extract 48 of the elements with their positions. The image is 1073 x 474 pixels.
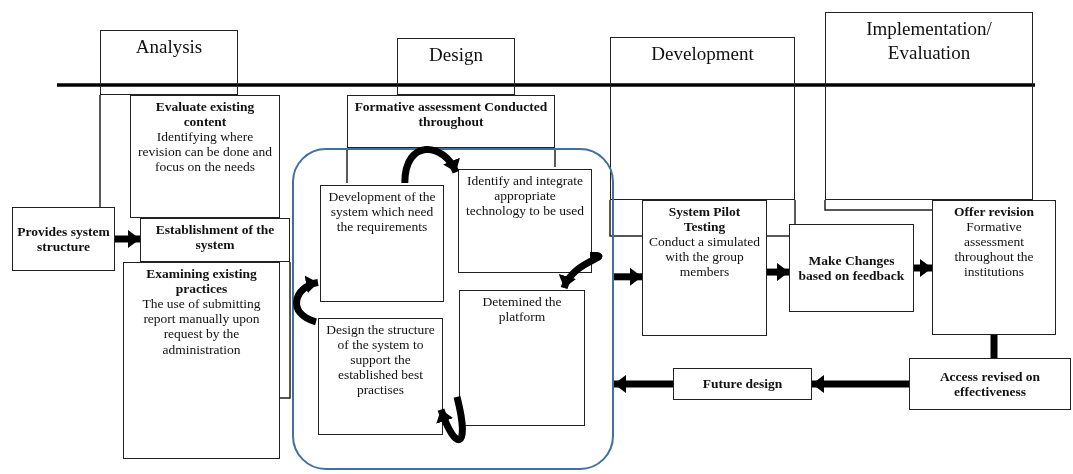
process-box bbox=[673, 368, 812, 400]
arrow bbox=[767, 263, 789, 282]
box-text: Formative assessment throughout the institutions bbox=[953, 219, 1035, 280]
box-heading: Future design bbox=[702, 376, 783, 392]
box-text: The use of submitting report manually upon request by the administration bbox=[141, 296, 262, 357]
process-box bbox=[642, 200, 767, 336]
box-text: Conduct a simulated with the group members bbox=[648, 234, 761, 280]
box-heading: Establishment of the system bbox=[154, 222, 276, 253]
arrow bbox=[401, 146, 460, 184]
phase-title: Implementation/ Evaluation bbox=[865, 17, 993, 65]
process-box bbox=[347, 95, 555, 148]
arrow bbox=[115, 230, 140, 248]
arrow bbox=[812, 375, 909, 393]
process-box bbox=[130, 95, 280, 218]
process-box bbox=[140, 218, 290, 262]
process-box bbox=[909, 358, 1071, 410]
box-heading: Identify and integrate appropriate technology to be used bbox=[464, 173, 586, 219]
box-heading: Make Changes based on feedback bbox=[797, 252, 906, 284]
box-text: Identifying where revision can be done and focus on the needs bbox=[136, 129, 274, 175]
phase-box bbox=[397, 38, 515, 95]
phase-title: Design bbox=[429, 43, 483, 67]
box-heading: Development of the system which need the requirements bbox=[327, 189, 437, 235]
process-box bbox=[932, 200, 1056, 335]
process-box bbox=[12, 207, 115, 271]
phase-title: Development bbox=[651, 42, 754, 66]
process-box bbox=[789, 224, 914, 312]
box-heading: Examining existing practices bbox=[145, 266, 258, 297]
process-box bbox=[458, 169, 592, 273]
process-box bbox=[318, 318, 443, 435]
box-heading: Formative assessment Conducted throughout bbox=[353, 99, 549, 130]
box-heading: Detemined the platform bbox=[481, 294, 563, 325]
process-box bbox=[320, 185, 444, 302]
box-heading: Evaluate existing content bbox=[154, 99, 256, 130]
rounded-container bbox=[292, 148, 614, 470]
process-box bbox=[123, 262, 280, 459]
box-heading: Offer revision bbox=[953, 204, 1035, 220]
box-heading: Design the structure of the system to support the established best practises bbox=[325, 322, 436, 398]
box-heading: Access revised on effectiveness bbox=[938, 368, 1042, 400]
phase-title: Analysis bbox=[135, 35, 203, 59]
box-heading: Provides system structure bbox=[17, 223, 110, 255]
phase-box bbox=[610, 37, 795, 200]
arrow bbox=[293, 276, 319, 326]
phase-box bbox=[825, 12, 1033, 200]
arrow bbox=[560, 251, 602, 290]
process-box bbox=[459, 290, 585, 426]
box-heading: System Pilot Testing bbox=[667, 204, 742, 235]
phase-box bbox=[100, 30, 238, 95]
arrow bbox=[914, 259, 932, 277]
